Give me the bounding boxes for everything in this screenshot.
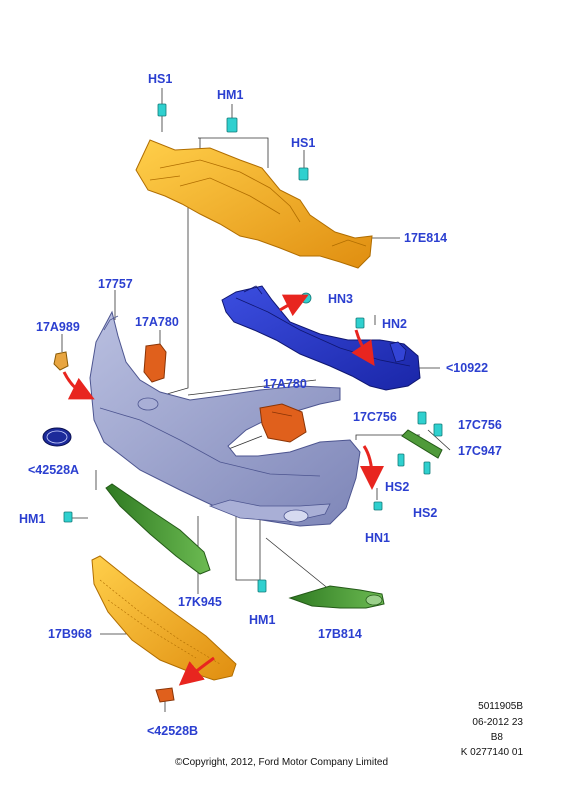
label-hs1-right: HS1 [291, 136, 316, 150]
lower-grille-17b968 [91, 555, 237, 681]
label-17b814: 17B814 [318, 627, 362, 641]
label-17e814: 17E814 [404, 231, 448, 245]
label-hs2-left: HS2 [385, 480, 410, 494]
label-hm1-left: HM1 [19, 512, 46, 526]
bracket-17a780-left [143, 343, 167, 383]
ford-oval-badge-icon [42, 427, 72, 447]
copyright-notice: ©Copyright, 2012, Ford Motor Company Lim… [174, 757, 389, 768]
label-17757: 17757 [98, 277, 133, 291]
label-hn1: HN1 [365, 531, 391, 545]
label-hs1-top: HS1 [148, 72, 173, 86]
label-17k945: 17K945 [178, 595, 222, 609]
meta-line-1: 5011905B [478, 701, 523, 712]
bracket-17a780-center [259, 403, 307, 443]
label-17c756-right: 17C756 [458, 418, 502, 432]
label-17a780-left: 17A780 [135, 315, 179, 329]
meta-line-4: K 0277140 01 [460, 747, 523, 758]
bezel-17b814 [288, 585, 385, 609]
meta-line-3: B8 [490, 732, 503, 743]
label-hm1-bottom: HM1 [249, 613, 276, 627]
label-17a989: 17A989 [36, 320, 80, 334]
label-42528a: <42528A [28, 463, 80, 477]
emblem-42528b [155, 687, 175, 703]
grille-strip-17k945 [105, 483, 211, 575]
label-10922: <10922 [446, 361, 489, 375]
label-hm1-top: HM1 [217, 88, 244, 102]
label-17a780-center: 17A780 [263, 377, 307, 391]
direction-arrows [62, 294, 384, 686]
meta-line-2: 06-2012 23 [472, 717, 523, 728]
label-17b968: 17B968 [48, 627, 92, 641]
label-hn2: HN2 [382, 317, 408, 331]
label-hs2-right: HS2 [413, 506, 438, 520]
label-42528b: <42528B [147, 724, 199, 738]
label-hn3: HN3 [328, 292, 354, 306]
bracket-17c947 [401, 429, 443, 459]
upper-energy-absorber-17e814 [135, 139, 373, 269]
bumper-reinforcement-10922 [221, 285, 421, 391]
label-17c947: 17C947 [458, 444, 502, 458]
bracket-17a989 [53, 351, 69, 371]
bumper-cover-17757 [89, 310, 361, 527]
label-17c756-left: 17C756 [353, 410, 397, 424]
